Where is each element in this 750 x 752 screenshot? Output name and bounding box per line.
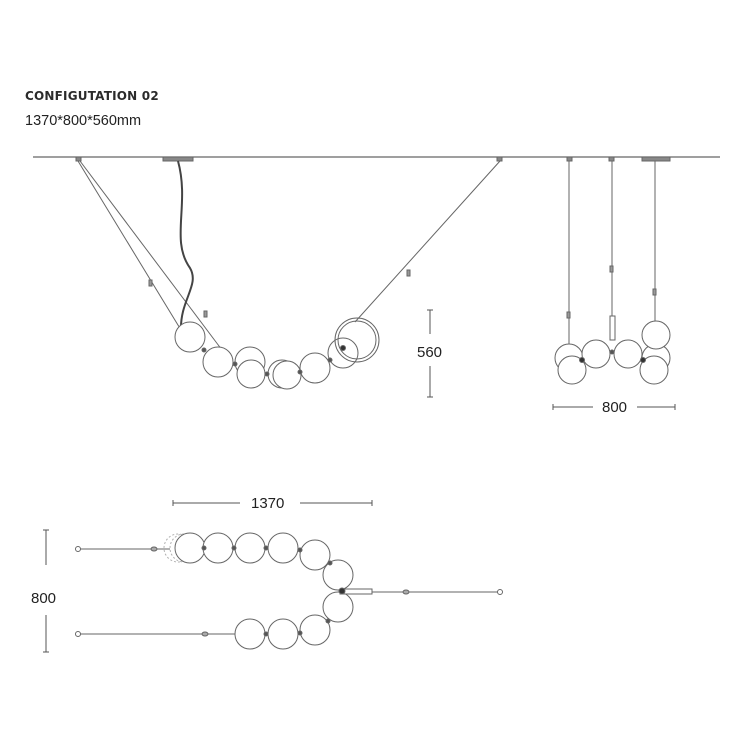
top-globe — [267, 532, 299, 564]
side-width-label: 800 — [602, 399, 627, 416]
wire-connector — [402, 589, 410, 595]
top-globe — [174, 532, 206, 564]
configuration-title: CONFIGUTATION 02 — [25, 89, 159, 103]
top-globe — [202, 532, 234, 564]
wire-connector — [203, 310, 208, 318]
joint-dot — [297, 369, 303, 375]
top-globe — [322, 591, 354, 623]
anchor-point — [75, 631, 81, 637]
joint-dot — [338, 587, 346, 595]
top-depth-label: 800 — [31, 590, 56, 607]
joint-dot — [579, 357, 585, 363]
top-globe — [234, 618, 266, 650]
top-width-dimension — [172, 500, 373, 506]
joint-dot — [201, 545, 207, 551]
joint-dot — [201, 347, 207, 353]
joint-dot — [325, 618, 331, 624]
front-canopy-center — [162, 156, 194, 162]
side-globe — [639, 355, 669, 385]
height-dimension-label: 560 — [417, 344, 442, 361]
joint-dot — [297, 630, 303, 636]
top-view — [75, 532, 503, 650]
anchor-point — [497, 589, 503, 595]
front-globe — [202, 346, 234, 378]
wire-connector — [148, 279, 153, 287]
top-globe — [299, 614, 331, 646]
front-globe — [299, 352, 331, 384]
top-globe — [299, 539, 331, 571]
top-globe — [322, 559, 354, 591]
side-width-dimension — [552, 404, 676, 410]
joint-dot — [263, 545, 269, 551]
wire-connector — [201, 631, 209, 637]
side-canopy-center — [608, 156, 615, 162]
height-dimension — [427, 309, 433, 398]
wire-connector — [566, 311, 571, 319]
front-globe — [272, 360, 302, 390]
side-center-bar — [609, 315, 616, 341]
front-view — [75, 156, 503, 390]
front-wire-2 — [79, 160, 223, 351]
side-canopy-right — [641, 156, 671, 162]
joint-dot — [297, 547, 303, 553]
wire-connector — [406, 269, 411, 277]
top-depth-dimension — [43, 529, 49, 653]
side-globe — [581, 339, 611, 369]
front-canopy-left — [75, 156, 82, 162]
top-width-label: 1370 — [251, 495, 284, 512]
joint-dot — [327, 560, 333, 566]
joint-dot — [264, 371, 270, 377]
joint-dot — [640, 357, 646, 363]
front-power-cable — [177, 160, 194, 331]
front-globe — [236, 359, 266, 389]
front-ring-inner — [337, 320, 377, 360]
front-ring-outer — [334, 317, 380, 363]
joint-dot — [340, 345, 346, 351]
joint-dot — [609, 349, 615, 355]
front-wire-1 — [77, 160, 182, 331]
wire-connector — [150, 546, 158, 552]
overall-size-label: 1370*800*560mm — [25, 113, 142, 129]
joint-dot — [327, 357, 333, 363]
side-globe — [557, 355, 587, 385]
front-globe — [174, 321, 206, 353]
side-canopy-left — [566, 156, 573, 162]
joint-dot — [231, 545, 237, 551]
joint-dot — [263, 631, 269, 637]
side-view — [554, 156, 671, 385]
wire-connector — [609, 265, 614, 273]
top-globe — [234, 532, 266, 564]
front-wire-3 — [354, 160, 501, 323]
side-globe — [613, 339, 643, 369]
top-globe — [267, 618, 299, 650]
side-globe — [641, 320, 671, 350]
front-canopy-right — [496, 156, 503, 162]
wire-connector — [652, 288, 657, 296]
joint-dot — [232, 361, 238, 367]
anchor-point — [75, 546, 81, 552]
